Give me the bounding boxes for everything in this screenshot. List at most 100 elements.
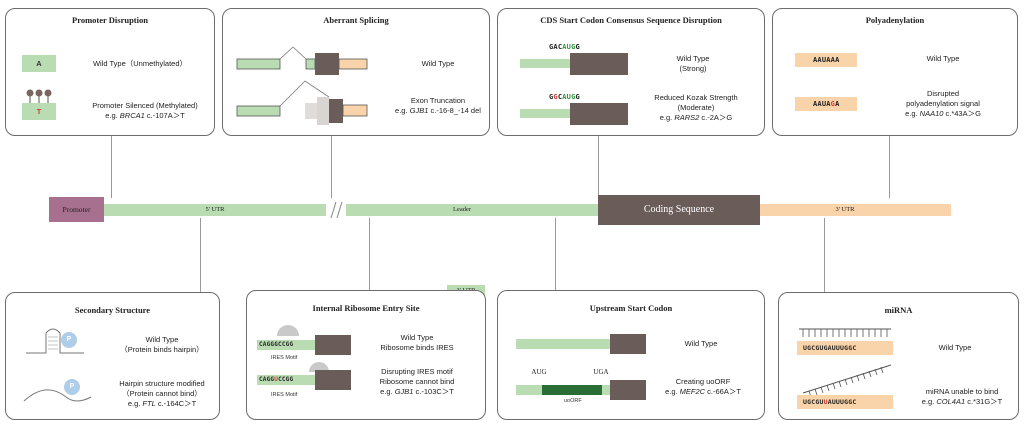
promoter-label: Promoter (62, 205, 91, 214)
splicing-diagram (236, 46, 368, 125)
ires-wild-type-label-1: Wild Type (400, 333, 434, 342)
polya-wild-type-sequence: AAUAAA (813, 56, 840, 64)
reduced-kozak-label-1: Reduced Kozak Strength (654, 93, 738, 102)
base-a-label: A (36, 59, 42, 68)
panel-title: Promoter Disruption (72, 15, 148, 25)
panel-title: Polyadenylation (865, 15, 925, 25)
wild-type-label-2: （Protein binds hairpin） (120, 345, 204, 354)
hairpin-diagram (23, 328, 92, 402)
utr3-label: 3' UTR (835, 206, 855, 213)
wild-type-strong-label-1: Wild Type (676, 54, 710, 63)
polya-wild-type-box (795, 53, 857, 67)
coding-sequence-region (598, 195, 760, 225)
uorf-segment (542, 385, 602, 395)
connector-promoter (111, 136, 112, 198)
mirna-example: e.g. COL4A1 c.*31G＞T (921, 397, 1003, 406)
coding-segment-strong (570, 53, 628, 75)
uorf-wild-type-strand (516, 339, 610, 349)
protein-p-label-2: P (69, 383, 75, 390)
wild-type-label: Wild Type (926, 54, 960, 63)
polya-mutant-box (795, 97, 857, 111)
utr5-region (104, 204, 326, 216)
panel-promoter-disruption: Promoter Disruption A Wild Type（Unmethyl… (5, 8, 215, 136)
connector-polya (889, 136, 890, 198)
panel-title: Internal Ribosome Entry Site (312, 303, 420, 313)
leader-region (346, 204, 598, 216)
utr3-region (760, 204, 951, 216)
panel-aberrant-splicing: Aberrant Splicing Wild Type Exon Truncat… (222, 8, 490, 136)
wild-type-label-1: Wild Type (145, 335, 179, 344)
ires-mutant-sequence: CAGGUCCGG (259, 376, 294, 383)
connector-uorf (555, 218, 556, 290)
aug-label: AUG (531, 368, 547, 376)
connector-secondary (200, 218, 201, 292)
leader-segment-moderate (520, 109, 570, 118)
uorf-example: e.g. MEF2C c.-66A＞T (665, 387, 741, 396)
connector-cds (598, 136, 599, 198)
ires-mutant-coding (315, 370, 351, 390)
panel-mirna: miRNA UGCGUGAUUUGGC Wild Type UGCGUUAUUU… (778, 292, 1019, 420)
ires-wild-type-label-2: Ribosome binds IRES (380, 343, 454, 352)
mirna-wild-type-label: Wild Type (938, 343, 972, 352)
cds-example: e.g. RARS2 c.-2A＞G (659, 113, 733, 122)
ires-motif-label-2: IRES Motif (271, 392, 298, 398)
ires-wild-type-coding (315, 335, 351, 355)
panel-ires: Internal Ribosome Entry Site CAGGGCCGG I… (246, 290, 486, 420)
uorf-wild-type-label: Wild Type (684, 339, 718, 348)
ires-disrupt-label-2: Ribosome cannot bind (379, 377, 455, 386)
mirna-mutant-sequence: UGCGUUAUUUGGC (803, 398, 857, 406)
coding-sequence-label: Coding Sequence (643, 204, 715, 215)
uga-label: UGA (593, 368, 609, 376)
hairpin-modified-label-2: （Protein cannot bind） (122, 389, 202, 398)
leader-label: Leader (452, 206, 472, 213)
disrupted-label-1: Disrupted (926, 89, 960, 98)
promoter-region (49, 197, 104, 222)
promoter-example: e.g. BRCA1 c.-107A＞T (105, 111, 185, 120)
ires-mutant-strand (257, 375, 315, 385)
uorf-wild-type-coding (610, 334, 646, 354)
splicing-example: e.g. GJB1 c.-16-8_-14 del (395, 106, 481, 115)
ires-wild-type-sequence: CAGGGCCGG (259, 341, 294, 348)
methylated-promoter-box (22, 103, 56, 120)
base-t-label: T (36, 107, 42, 116)
uorf-label: uoORF (564, 398, 582, 404)
kozak-wild-type-sequence: GACAUGG (549, 43, 580, 51)
panel-title: CDS Start Codon Consensus Sequence Disru… (540, 15, 722, 25)
panel-secondary-structure: Secondary Structure P P Wild Type （Prote… (5, 292, 220, 420)
connector-splicing (331, 136, 332, 198)
uorf-mutant-coding (610, 380, 646, 400)
disrupted-label-2: polyadenylation signal (906, 99, 980, 108)
panel-title: Aberrant Splicing (323, 15, 389, 25)
panel-title: miRNA (884, 305, 913, 315)
panel-cds-start-codon: CDS Start Codon Consensus Sequence Disru… (497, 8, 765, 136)
ires-disrupt-label-1: Disrupting IRES motif (381, 367, 453, 376)
mirna-unable-label: miRNA unable to bind (925, 387, 999, 396)
wild-type-label: Wild Type（Unmethylated） (92, 59, 188, 68)
secondary-example: e.g. FTL c.-164C＞T (127, 399, 197, 408)
connector-mirna (824, 218, 825, 292)
mirna-comb-icons (799, 328, 892, 398)
sequence-break-icon (330, 201, 343, 219)
connector-ires (369, 218, 370, 290)
coding-segment-moderate (570, 103, 628, 125)
panel-title: Secondary Structure (74, 305, 151, 315)
mirna-wild-type-box (797, 341, 893, 355)
ires-example: e.g. GJB1 c.-103C＞T (380, 387, 454, 396)
exon-truncation-label: Exon Truncation (410, 96, 466, 105)
panel-polyadenylation: Polyadenylation AAUAAA Wild Type AAUAGA … (772, 8, 1018, 136)
mirna-wild-type-sequence: UGCGUGAUUUGGC (803, 344, 857, 352)
ribosome-icons (277, 325, 329, 372)
reduced-kozak-label-2: (Moderate) (677, 103, 715, 112)
wild-type-strong-label-2: (Strong) (679, 64, 707, 73)
mirna-mutant-box (797, 395, 893, 409)
ires-wild-type-strand (257, 340, 315, 350)
hairpin-modified-label-1: Hairpin structure modified (119, 379, 205, 388)
protein-p-label-1: P (66, 336, 72, 343)
promoter-silenced-label: Promoter Silenced (Methylated) (92, 101, 198, 110)
ires-motif-label-1: IRES Motif (271, 355, 298, 361)
utr5-label: 5' UTR (205, 206, 225, 213)
polya-mutant-sequence: AAUAGA (813, 100, 840, 108)
leader-segment-strong (520, 59, 570, 68)
methyl-groups-icon (26, 89, 52, 103)
panel-upstream-start-codon: Upstream Start Codon Wild Type AUG UGA u… (497, 290, 765, 420)
